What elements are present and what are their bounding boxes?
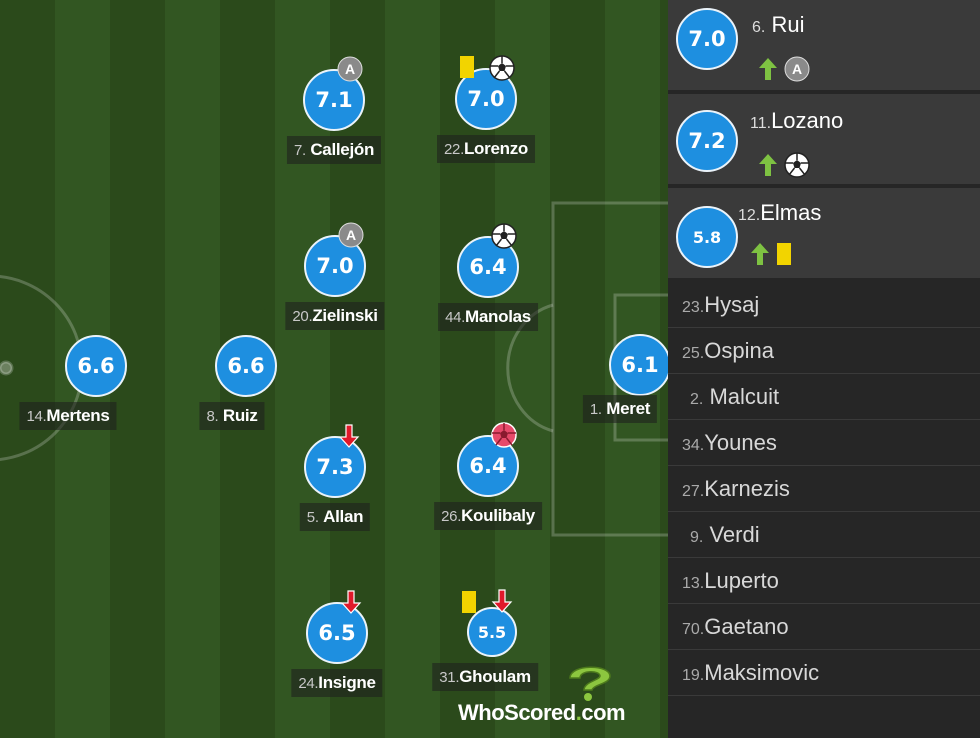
player-name-tag: 44.Manolas (438, 303, 538, 331)
rating-badge: 5.5 (467, 607, 517, 657)
sub-row-rui[interactable]: 7.0 6. Rui A (668, 0, 980, 92)
assist-icon: A (784, 56, 810, 82)
player-name-tag: 26.Koulibaly (434, 502, 542, 530)
substitution-off-icon (491, 588, 513, 614)
rating-badge: 6.5 (306, 602, 368, 664)
rating-badge: 7.3 (304, 436, 366, 498)
sub-row-elmas[interactable]: 5.8 12.Elmas (668, 188, 980, 280)
rating-badge: 6.1 (609, 334, 668, 396)
rating-badge: 7.0 (676, 8, 738, 70)
bench-row-younes[interactable]: 34.Younes (668, 420, 980, 466)
goal-icon (784, 152, 810, 178)
player-name-tag: 1. Meret (582, 395, 658, 423)
rating-badge: 6.6 (65, 335, 127, 397)
bench-row-malcuit[interactable]: 2. Malcuit (668, 374, 980, 420)
player-name-tag: 7. Callejón (286, 136, 382, 164)
pitch: 7.1 A 7. Callejón 7.0 22.Lorenzo 7.0 A 2… (0, 0, 668, 738)
whoscored-logo: WhoScored.com (458, 666, 658, 726)
svg-text:A: A (792, 61, 802, 77)
goal-icon (491, 223, 517, 249)
bench-row-karnezis[interactable]: 27.Karnezis (668, 466, 980, 512)
player-name-tag: 8. Ruiz (199, 402, 265, 430)
bench-row-ospina[interactable]: 25.Ospina (668, 328, 980, 374)
svg-text:A: A (346, 227, 356, 243)
bench-row-maksimovic[interactable]: 19.Maksimovic (668, 650, 980, 696)
svg-text:A: A (345, 61, 355, 77)
player-name-tag: 22.Lorenzo (437, 135, 535, 163)
assist-icon: A (337, 56, 363, 82)
goal-icon (489, 55, 515, 81)
logo-question-mark-icon (569, 666, 611, 701)
bench-row-gaetano[interactable]: 70.Gaetano (668, 604, 980, 650)
rating-badge: 6.6 (215, 335, 277, 397)
yellow-card-icon (777, 243, 791, 265)
player-name-tag: 20.Zielinski (285, 302, 385, 330)
player-name-tag: 14.Mertens (19, 402, 117, 430)
substitution-off-icon (340, 589, 362, 615)
substitution-on-icon (759, 154, 777, 176)
substitution-on-icon (751, 243, 769, 265)
sub-row-lozano[interactable]: 7.2 11.Lozano (668, 94, 980, 186)
assist-icon: A (338, 222, 364, 248)
bench-panel: 7.0 6. Rui A 7.2 11.Lozano 5.8 12.Elmas … (668, 0, 980, 738)
rating-badge: 7.2 (676, 110, 738, 172)
yellow-card-icon (461, 590, 477, 614)
bench-row-luperto[interactable]: 13.Luperto (668, 558, 980, 604)
bench-row-hysaj[interactable]: 23.Hysaj (668, 282, 980, 328)
player-name-tag: 24.Insigne (291, 669, 383, 697)
rating-badge: 5.8 (676, 206, 738, 268)
player-name-tag: 31.Ghoulam (432, 663, 538, 691)
player-name-tag: 5. Allan (299, 503, 371, 531)
own-goal-icon (491, 422, 517, 448)
substitution-on-icon (759, 58, 777, 80)
bench-row-verdi[interactable]: 9. Verdi (668, 512, 980, 558)
rating-badge: 7.1 (303, 69, 365, 131)
yellow-card-icon (459, 55, 475, 79)
substitution-off-icon (338, 423, 360, 449)
